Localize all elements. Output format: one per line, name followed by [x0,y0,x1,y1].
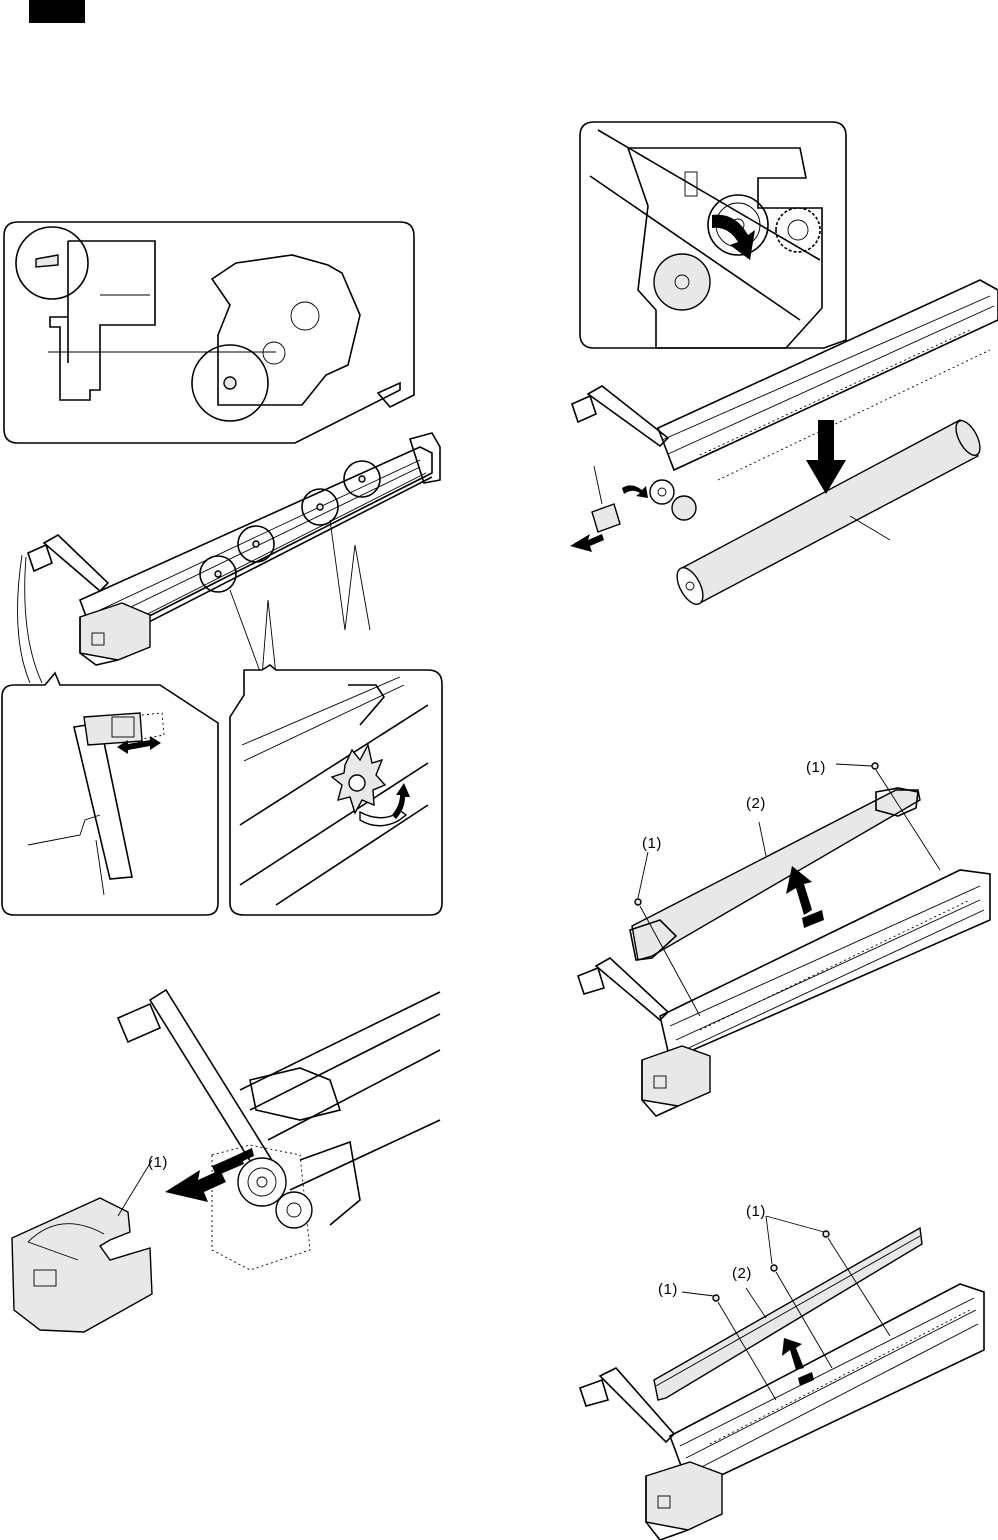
cleaning-blade-removal-drawing [578,1215,985,1540]
screw-circle [343,460,381,498]
rotate-arrow [712,214,755,260]
side-cover [11,1197,153,1333]
inset-panel-gear [579,121,847,349]
handle-arm [148,988,280,1182]
callout-label: (1) [658,1281,678,1298]
side-cover-removal-drawing [11,988,441,1333]
section-tab [29,0,85,23]
down-arrow-icon [806,420,846,494]
arrow-icon [165,1170,226,1202]
detail-circle [15,226,89,300]
callout-label: (2) [732,1265,752,1282]
screw-circle [237,525,275,563]
figure-drum-removal [550,120,998,620]
figure-charger-unit-removal: (1) (2) (1) [560,760,998,1120]
callout-label: (1) [148,1154,168,1171]
coupling [653,253,711,311]
up-arrow-icon [786,866,812,915]
inset-panel-bottom-right [229,664,443,916]
screw-circle [301,488,339,526]
arrow-icon [570,534,604,552]
callout-label: (1) [806,759,826,776]
double-arrow [117,736,161,754]
screw-icon [634,898,642,906]
screw-icon [822,1230,830,1238]
gear-icon [237,1157,287,1207]
screw-icon [871,762,879,770]
detail-circle [191,344,269,422]
figure-side-cover-removal: (1) [0,970,441,1370]
drum-unit-screws-drawing [1,221,443,916]
charger-unit-removal-drawing [577,762,991,1117]
up-arrow-icon [782,1338,804,1370]
figure-cleaning-blade-removal: (1) (2) (1) [570,1200,998,1540]
coupling-part [591,503,621,533]
inset-panel-top [3,221,415,444]
callout-label: (1) [642,835,662,852]
figure-drum-unit-screws [0,215,450,916]
gear-icon [275,1191,313,1229]
screw-circle [199,555,237,593]
rotate-arrow-icon [359,807,408,827]
callout-label: (2) [746,795,766,812]
callout-label: (1) [746,1203,766,1220]
drum-gear [707,194,769,256]
cover-window [33,1269,57,1287]
screw-icon [770,1264,778,1272]
cleaning-blade [653,1226,923,1401]
screw-icon [712,1294,720,1302]
drum-removal-drawing [570,121,998,605]
